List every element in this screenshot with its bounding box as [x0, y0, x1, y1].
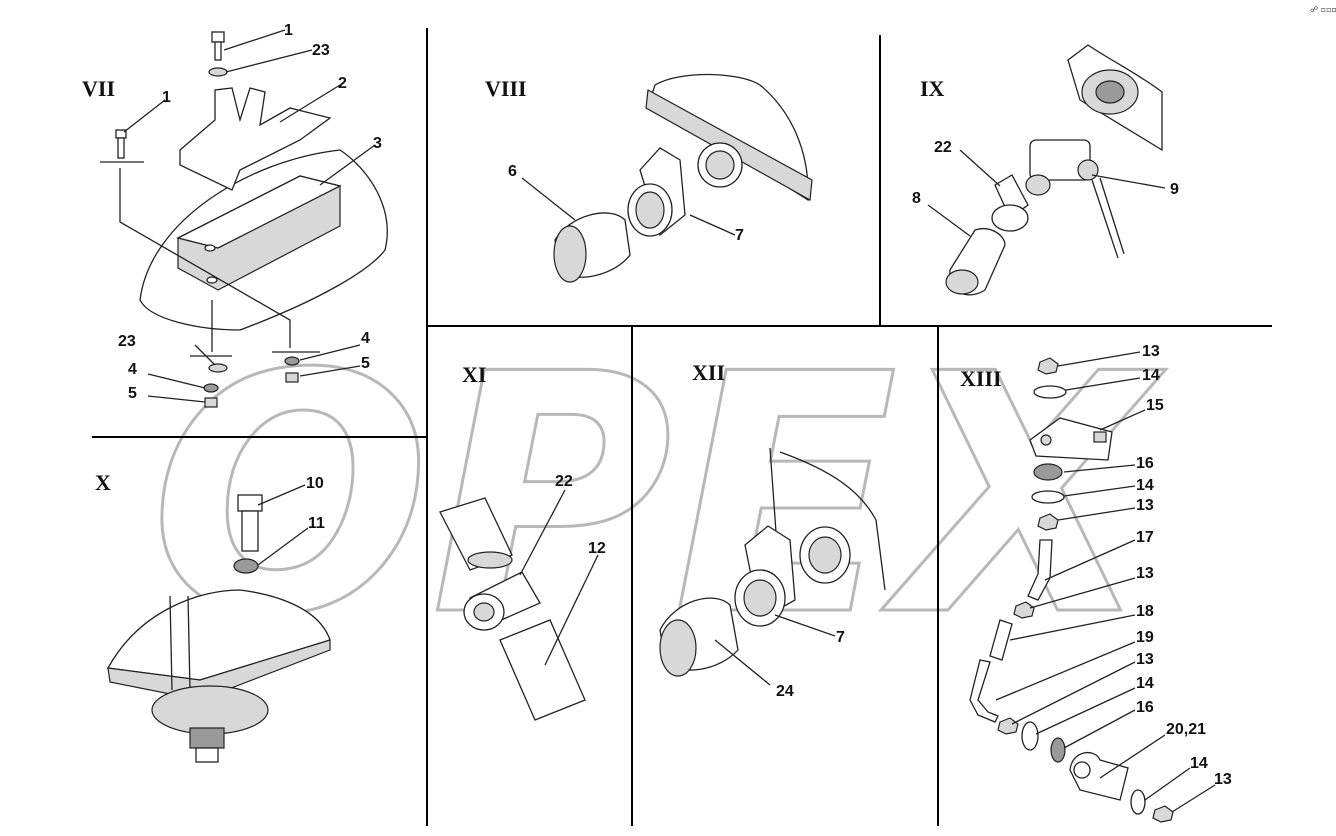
assembly-x: [106, 484, 331, 763]
section-dividers: [92, 28, 1272, 826]
callout-vii-9: 4: [128, 361, 137, 378]
callout-vii-8: 5: [361, 355, 370, 372]
assembly-ix: [927, 44, 1166, 296]
callout-ix-22: 22: [934, 139, 952, 156]
callout-vii-1: 1: [284, 22, 293, 39]
assembly-vii: [100, 29, 388, 408]
callout-vii-10: 5: [128, 385, 137, 402]
callout-viii-6: 6: [508, 163, 517, 180]
callout-xiii-15: 14: [1190, 755, 1208, 772]
assembly-xiii: [969, 351, 1216, 823]
callout-vii-2: 23: [312, 42, 330, 59]
callout-xi-12: 12: [588, 540, 606, 557]
callout-x-10: 10: [306, 475, 324, 492]
section-title-xi: XI: [462, 362, 486, 387]
section-title-xiii: XIII: [960, 366, 1002, 391]
assembly-xi: [439, 489, 599, 721]
callout-xiii-3: 15: [1146, 397, 1164, 414]
callout-xiii-4: 16: [1136, 455, 1154, 472]
callout-xiii-11: 13: [1136, 651, 1154, 668]
callout-vii-3: 1: [162, 89, 171, 106]
section-title-xii: XII: [692, 360, 725, 385]
callout-xiii-8: 13: [1136, 565, 1154, 582]
callout-vii-5: 3: [373, 135, 382, 152]
callout-xiii-10: 19: [1136, 629, 1154, 646]
section-title-viii: VIII: [485, 76, 527, 101]
section-title-ix: IX: [920, 76, 945, 101]
callout-ix-8: 8: [912, 190, 921, 207]
callout-xiii-16: 13: [1214, 771, 1232, 788]
callout-xiii-1: 13: [1142, 343, 1160, 360]
section-title-vii: VII: [82, 76, 115, 101]
callout-xii-7: 7: [836, 629, 845, 646]
corner-mark: ☍ ▫▫▫: [1310, 5, 1336, 14]
callout-xi-22: 22: [555, 473, 573, 490]
callout-vii-7: 4: [361, 330, 370, 347]
callout-vii-6: 23: [118, 333, 136, 350]
section-title-x: X: [95, 470, 111, 495]
assembly-xii: [659, 447, 886, 686]
callout-xiii-7: 17: [1136, 529, 1154, 546]
callout-ix-9: 9: [1170, 181, 1179, 198]
callout-x-11: 11: [308, 515, 325, 532]
callout-xii-24: 24: [776, 683, 794, 700]
callout-xiii-14: 20,21: [1166, 721, 1206, 738]
callout-vii-4: 2: [338, 75, 347, 92]
callout-xiii-13: 16: [1136, 699, 1154, 716]
callout-xiii-12: 14: [1136, 675, 1154, 692]
callout-viii-7: 7: [735, 227, 744, 244]
callout-xiii-9: 18: [1136, 603, 1154, 620]
callout-xiii-2: 14: [1142, 367, 1160, 384]
callout-xiii-6: 13: [1136, 497, 1154, 514]
assembly-viii: [521, 73, 813, 283]
callout-xiii-5: 14: [1136, 477, 1154, 494]
